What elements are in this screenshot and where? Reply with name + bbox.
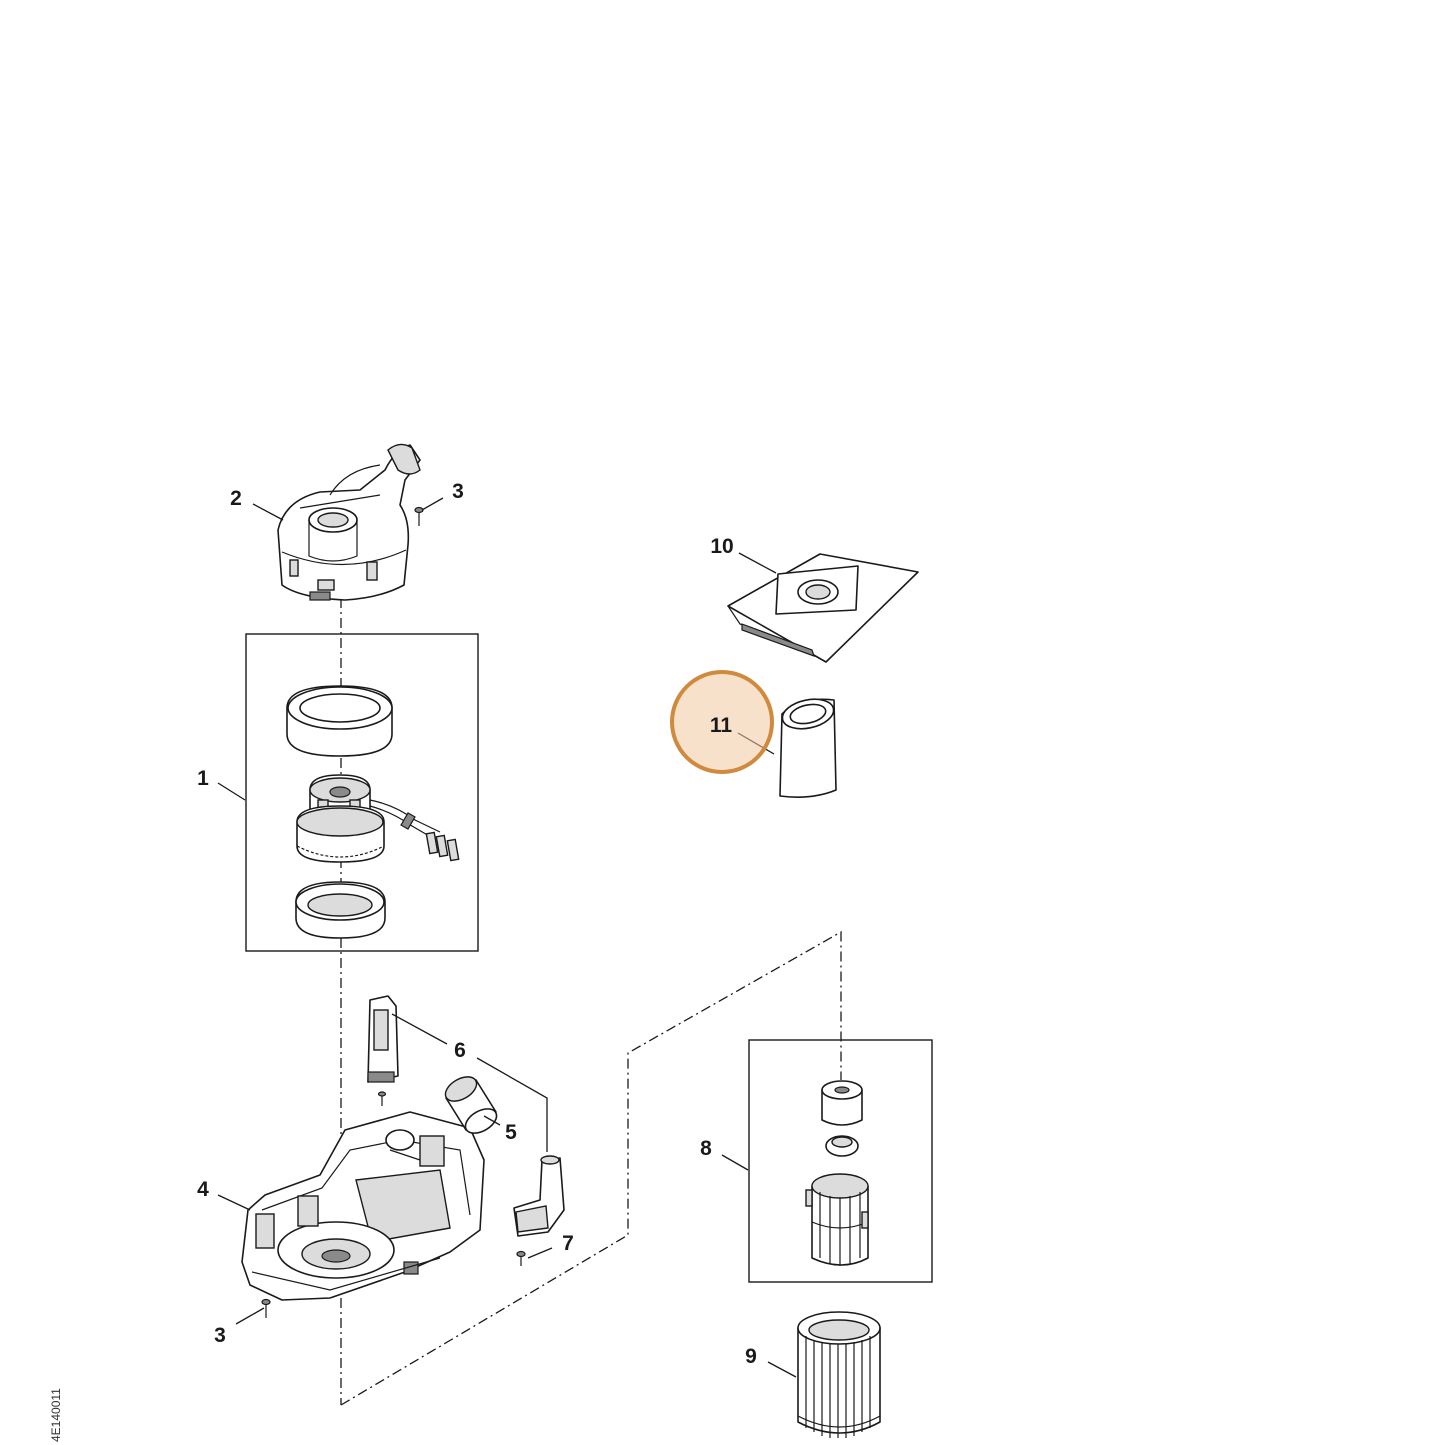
callout-1[interactable]: 1 [197, 767, 209, 790]
group-box-filter-cage [748, 1039, 933, 1283]
callout-8[interactable]: 8 [700, 1137, 712, 1160]
leader-6b [476, 1057, 548, 1152]
group-box-motor [245, 633, 479, 952]
part-filter-cage-assembly[interactable] [805, 1080, 869, 1266]
leader-9 [767, 1361, 797, 1378]
leader-3-lower [235, 1307, 265, 1325]
leader-7 [527, 1247, 553, 1259]
leader-3-upper [421, 497, 444, 511]
callout-5[interactable]: 5 [505, 1121, 517, 1144]
callout-3-upper[interactable]: 3 [452, 480, 464, 503]
part-latch-lower[interactable] [513, 1155, 565, 1237]
part-latch-upper[interactable] [367, 995, 399, 1106]
leader-8 [721, 1154, 749, 1171]
callout-6[interactable]: 6 [454, 1039, 466, 1062]
filter-axis-line [340, 930, 842, 1406]
part-upper-housing[interactable] [277, 443, 421, 601]
part-cartridge-filter[interactable] [797, 1311, 881, 1438]
part-motor-assembly[interactable] [286, 685, 460, 939]
part-hose-connector[interactable] [441, 1072, 500, 1138]
leader-6a [391, 1013, 448, 1045]
leader-10 [738, 552, 777, 574]
leader-lines [217, 497, 797, 1378]
part-filter-bag[interactable] [727, 553, 919, 663]
callout-7[interactable]: 7 [562, 1232, 574, 1255]
callout-4[interactable]: 4 [197, 1178, 209, 1201]
highlight-circle [670, 670, 774, 774]
callout-11[interactable]: 11 [710, 714, 733, 737]
callout-9[interactable]: 9 [745, 1345, 757, 1368]
part-lower-housing[interactable] [241, 1111, 485, 1301]
leader-5 [483, 1115, 501, 1126]
leader-2 [252, 503, 284, 521]
part-screw-upper[interactable] [414, 506, 424, 527]
callout-2[interactable]: 2 [230, 487, 242, 510]
callouts: 2 3 1 4 3 5 6 7 8 9 10 11 [197, 480, 757, 1368]
figure-reference: 4E140011 [49, 1388, 63, 1442]
part-screw-lower[interactable] [261, 1298, 271, 1319]
leader-1 [217, 782, 246, 801]
part-filter-sleeve[interactable] [779, 695, 837, 798]
leader-4 [217, 1194, 251, 1211]
part-screw-7[interactable] [516, 1250, 526, 1267]
callout-3-lower[interactable]: 3 [214, 1324, 226, 1347]
callout-10[interactable]: 10 [710, 535, 733, 558]
